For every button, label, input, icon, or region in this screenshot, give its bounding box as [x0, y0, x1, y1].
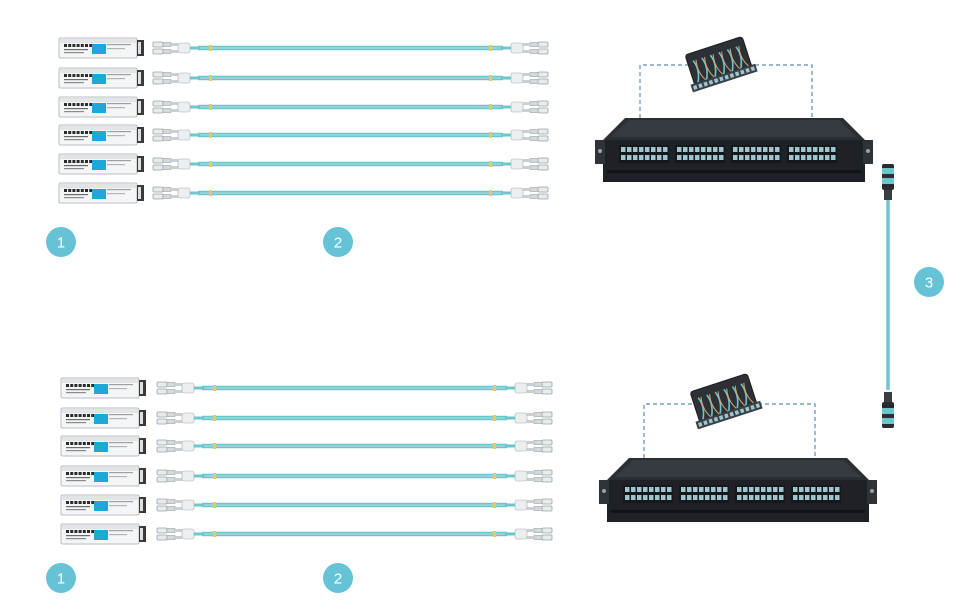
lc-connector-icon	[156, 498, 204, 512]
lc-connector-icon	[501, 100, 549, 114]
badge-transceiver-top: 1	[46, 227, 76, 257]
badge-cable-top: 2	[323, 227, 353, 257]
badge-transceiver-bottom: 1	[46, 563, 76, 593]
lc-connector-icon	[156, 411, 204, 425]
sfp-transceiver-icon	[58, 182, 144, 204]
lc-duplex-patch-cable-icon	[156, 527, 553, 541]
badge-circle	[46, 227, 76, 257]
lc-connector-icon	[152, 128, 200, 142]
fiber-enclosure-icon	[595, 118, 873, 182]
lc-connector-icon	[501, 157, 549, 171]
lc-connector-icon	[501, 186, 549, 200]
badge-number: 3	[925, 275, 933, 292]
badge-trunk: 3	[914, 267, 944, 297]
badge-circle	[323, 563, 353, 593]
lc-connector-icon	[152, 71, 200, 85]
lc-duplex-patch-cable-icon	[156, 498, 553, 512]
mtp-connector-icon	[882, 164, 894, 200]
lc-connector-icon	[156, 469, 204, 483]
badge-cable-bottom: 2	[323, 563, 353, 593]
lc-connector-icon	[505, 527, 553, 541]
badge-number: 1	[57, 571, 65, 588]
badge-circle	[46, 563, 76, 593]
lc-connector-icon	[501, 41, 549, 55]
mtp-connector-icon	[882, 392, 894, 428]
lc-connector-icon	[505, 439, 553, 453]
sfp-transceiver-icon	[58, 96, 144, 118]
badge-number: 2	[334, 571, 342, 588]
lc-connector-icon	[505, 381, 553, 395]
mtp-trunk-cable-icon	[882, 164, 894, 428]
lc-connector-icon	[505, 498, 553, 512]
lc-connector-icon	[505, 469, 553, 483]
lc-connector-icon	[156, 527, 204, 541]
badge-number: 1	[57, 235, 65, 252]
lc-connector-icon	[152, 186, 200, 200]
sfp-transceiver-icon	[58, 153, 144, 175]
lc-connector-icon	[505, 411, 553, 425]
fiber-enclosure-icon	[599, 458, 877, 522]
lc-duplex-patch-cable-icon	[152, 128, 549, 142]
lc-duplex-patch-cable-icon	[156, 411, 553, 425]
sfp-transceiver-icon	[60, 377, 146, 399]
lc-duplex-patch-cable-icon	[152, 157, 549, 171]
badge-circle	[914, 267, 944, 297]
badge-circle	[323, 227, 353, 257]
lc-connector-icon	[152, 100, 200, 114]
sfp-transceiver-icon	[60, 435, 146, 457]
group-bottom	[60, 377, 553, 545]
lc-connector-icon	[152, 157, 200, 171]
lc-connector-icon	[156, 381, 204, 395]
sfp-transceiver-icon	[60, 407, 146, 429]
sfp-transceiver-icon	[60, 494, 146, 516]
sfp-transceiver-icon	[58, 124, 144, 146]
lc-connector-icon	[501, 128, 549, 142]
lc-duplex-patch-cable-icon	[156, 439, 553, 453]
enclosure-top	[595, 36, 873, 182]
lc-connector-icon	[501, 71, 549, 85]
cassette-module-icon	[690, 373, 763, 430]
sfp-transceiver-icon	[60, 523, 146, 545]
lc-duplex-patch-cable-icon	[156, 469, 553, 483]
enclosure-bottom	[599, 373, 877, 522]
lc-connector-icon	[156, 439, 204, 453]
lc-duplex-patch-cable-icon	[152, 71, 549, 85]
sfp-transceiver-icon	[60, 465, 146, 487]
group-top	[58, 37, 549, 204]
lc-duplex-patch-cable-icon	[152, 100, 549, 114]
cassette-module-icon	[685, 36, 758, 93]
badge-number: 2	[334, 235, 342, 252]
lc-connector-icon	[152, 41, 200, 55]
lc-duplex-patch-cable-icon	[152, 41, 549, 55]
sfp-transceiver-icon	[58, 67, 144, 89]
lc-duplex-patch-cable-icon	[152, 186, 549, 200]
dashed-connection-line	[643, 403, 816, 458]
lc-duplex-patch-cable-icon	[156, 381, 553, 395]
sfp-transceiver-icon	[58, 37, 144, 59]
